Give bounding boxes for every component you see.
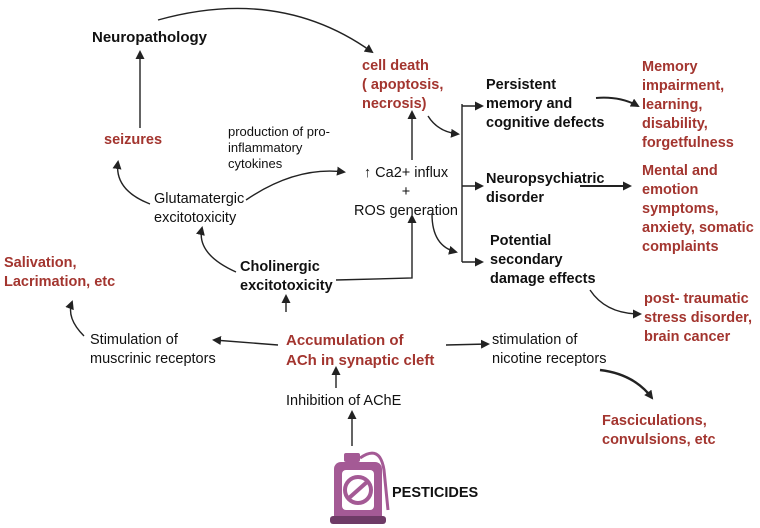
node-salivation: Salivation, Lacrimation, etc bbox=[4, 255, 116, 290]
node-ca-influx: ↑ Ca2+ influx + ROS generation bbox=[354, 165, 458, 219]
node-cytokines: production of pro- inflammatory cytokine… bbox=[228, 124, 330, 171]
node-muscarinic: Stimulation of muscrinic receptors bbox=[90, 332, 216, 367]
arrow-neuropathology-to-celldeath bbox=[157, 7, 374, 54]
pesticide-sprayer-icon bbox=[330, 451, 390, 524]
node-mental: Mental and emotion symptoms, anxiety, so… bbox=[642, 163, 754, 255]
node-fasciculations: Fasciculations, convulsions, etc bbox=[602, 413, 716, 448]
node-nicotine: stimulation of nicotine receptors bbox=[492, 332, 607, 367]
arrow-cholinergic-to-glutamatergic bbox=[196, 226, 237, 273]
node-inhibition: Inhibition of AChE bbox=[286, 393, 402, 409]
arrow-celldeath-to-bracket bbox=[427, 115, 460, 138]
arrow-accumulation-to-muscarinic bbox=[212, 336, 279, 346]
node-neuropathology: Neuropathology bbox=[92, 29, 207, 46]
node-cholinergic: Cholinergic excitotoxicity bbox=[240, 259, 333, 294]
node-accumulation: Accumulation of ACh in synaptic cleft bbox=[286, 332, 435, 369]
node-memory: Memory impairment, learning, disability,… bbox=[642, 59, 734, 151]
arrow-accumulation-to-nicotine bbox=[445, 339, 490, 349]
node-ptsd: post- traumatic stress disorder, brain c… bbox=[644, 291, 752, 345]
arrow-potential-to-ptsd bbox=[589, 289, 642, 319]
node-neuropsychiatric: Neuropsychiatric disorder bbox=[486, 171, 605, 206]
arrow-muscarinic-to-salivation bbox=[65, 300, 85, 337]
node-seizures: seizures bbox=[104, 132, 163, 148]
node-persistent: Persistent memory and cognitive defects bbox=[486, 77, 605, 131]
arrow-cholinergic-to-ca bbox=[335, 214, 417, 281]
arrow-glutamatergic-to-ca bbox=[245, 166, 346, 201]
arrow-ca-to-bracket bbox=[431, 213, 458, 255]
node-glutamatergic: Glutamatergic excitotoxicity bbox=[154, 191, 245, 226]
node-pesticides: PESTICIDES bbox=[392, 485, 479, 501]
arrow-persistent-to-memory bbox=[595, 96, 640, 107]
arrow-glutamatergic-to-seizures bbox=[112, 160, 151, 205]
node-potential: Potential secondary damage effects bbox=[490, 233, 596, 287]
node-cell-death: cell death ( apoptosis, necrosis) bbox=[362, 58, 444, 112]
arrow-nicotine-to-fasciculations bbox=[599, 368, 654, 400]
